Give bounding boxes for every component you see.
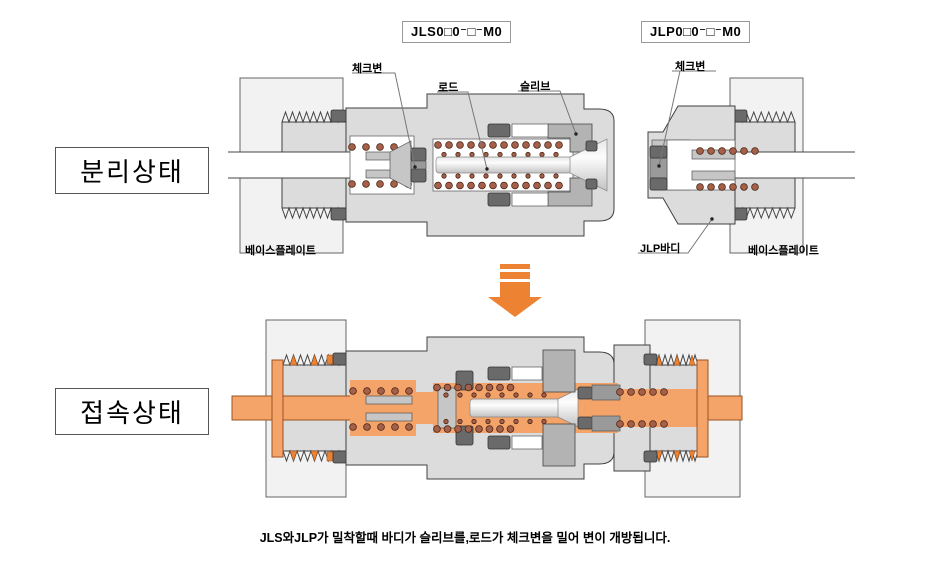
spring-dots-inner (441, 151, 559, 158)
label-check-valve-right: 체크변 (675, 61, 706, 73)
caption-text: JLS와JLP가 밀착할때 바디가 슬리브를,로드가 체크변을 밀어 변이 개방… (259, 531, 671, 545)
spring-dots-inner (443, 418, 547, 425)
spring-dots-inner (443, 392, 547, 398)
spring-dots (433, 425, 515, 433)
fluid-path (707, 395, 743, 421)
check-valve-face (649, 157, 668, 179)
check-valve-seal (649, 145, 668, 159)
state-label-connected: 접속상태 (55, 388, 209, 435)
fluid-path (231, 395, 353, 421)
spring-dots (349, 423, 413, 431)
check-valve-seal-open (577, 386, 593, 400)
pipe-flange-left (271, 359, 284, 458)
sleeve-shape (547, 123, 593, 153)
label-sleeve: 슬리브 (520, 81, 551, 93)
spring-dots (349, 387, 413, 395)
label-jlp-body: JLP바디 (640, 243, 681, 255)
label-check-valve-left: 체크변 (352, 63, 383, 75)
state-label-separated: 분리상태 (55, 147, 209, 194)
sleeve-pushed-back (542, 349, 576, 393)
spring-dots (616, 420, 668, 428)
spring-dots (434, 181, 563, 190)
leader-lines (352, 70, 716, 254)
spring-dots (433, 383, 515, 392)
label-base-plate-right: 베이스플레이트 (748, 245, 819, 257)
label-base-plate-left: 베이스플레이트 (245, 245, 316, 257)
rod-shape (469, 398, 561, 418)
model-code-jls: JLS0□0⁻□⁻M0 (402, 21, 512, 43)
label-rod: 로드 (438, 82, 459, 94)
spring-dots-inner (441, 173, 559, 179)
model-code-jlp: JLP0□0⁻□⁻M0 (641, 21, 751, 43)
check-valve-poppet (389, 140, 412, 190)
spring-dots (696, 183, 759, 191)
jls-socket-section (228, 77, 615, 254)
pipe-flange-right (696, 359, 709, 458)
spring-dots (616, 388, 668, 396)
down-arrow (488, 264, 542, 317)
connected-assembly-section (231, 319, 743, 498)
rod-shape (435, 156, 573, 174)
jlp-plug-section (647, 77, 855, 254)
spring-dots (696, 147, 759, 155)
